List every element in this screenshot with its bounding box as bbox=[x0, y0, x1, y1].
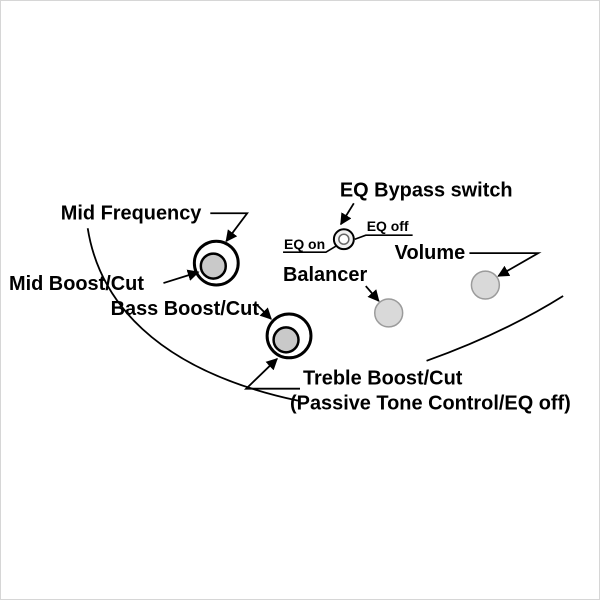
eq-off-label: EQ off bbox=[367, 218, 409, 234]
mid-knob-inner bbox=[199, 252, 227, 280]
mid-frequency-label: Mid Frequency bbox=[61, 202, 202, 224]
eq-off-connector-line bbox=[354, 234, 413, 240]
eq-on-label: EQ on bbox=[284, 236, 325, 252]
balancer-knob bbox=[374, 298, 404, 328]
treble-boost-cut-leader-line bbox=[243, 357, 300, 390]
eq-on-connector-line bbox=[283, 245, 337, 253]
balancer-leader-line bbox=[365, 285, 380, 302]
mid-boost-cut-label: Mid Boost/Cut bbox=[9, 273, 144, 295]
bass-boost-cut-leader-line bbox=[256, 304, 272, 320]
eq-bypass-leader-line bbox=[340, 202, 355, 226]
volume-leader-line bbox=[469, 252, 542, 277]
eq-bypass-switch-label: EQ Bypass switch bbox=[340, 179, 513, 201]
mid-frequency-leader-line bbox=[210, 212, 249, 243]
mid-boost-cut-leader-line bbox=[163, 269, 200, 284]
treble-boost-cut-label: Treble Boost/Cut bbox=[303, 368, 463, 390]
volume-label: Volume bbox=[395, 242, 465, 264]
passive-tone-note-label: (Passive Tone Control/EQ off) bbox=[290, 393, 571, 415]
balancer-label: Balancer bbox=[283, 264, 367, 286]
volume-knob bbox=[470, 270, 501, 300]
bass-boost-cut-label: Bass Boost/Cut bbox=[111, 298, 260, 320]
bass-treble-knob-inner bbox=[272, 326, 300, 354]
guitar-body-curve-left bbox=[86, 228, 299, 402]
eq-bypass-switch-inner bbox=[338, 233, 350, 245]
guitar-body-curve-right bbox=[426, 295, 564, 362]
